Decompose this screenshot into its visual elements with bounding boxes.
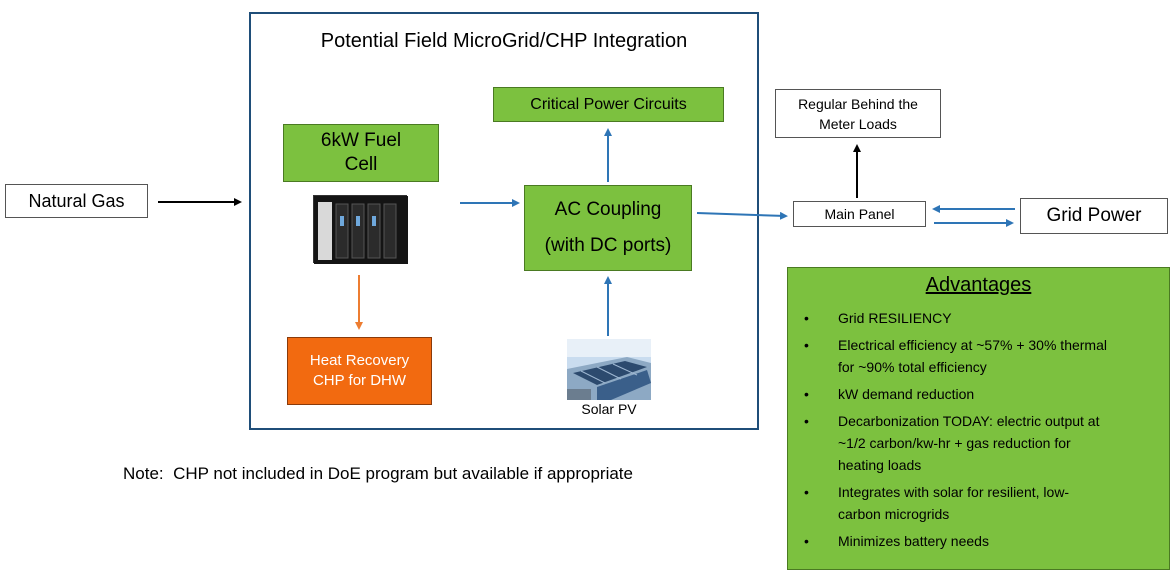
solar-pv-image	[567, 339, 651, 400]
ac-coupling-line2: (with DC ports)	[544, 235, 672, 256]
grid-power-box: Grid Power	[1020, 198, 1168, 234]
main-panel-box: Main Panel	[793, 201, 926, 227]
fuel-cell-box: 6kW Fuel Cell	[283, 124, 439, 182]
solar-panel-icon	[567, 339, 651, 400]
ac-coupling-box: AC Coupling (with DC ports)	[524, 185, 692, 271]
note-text: Note: CHP not included in DoE program bu…	[123, 464, 633, 483]
regular-loads-box: Regular Behind the Meter Loads	[775, 89, 941, 138]
advantage-item: •Minimizes battery needs	[804, 533, 989, 549]
grid-power-label: Grid Power	[1046, 205, 1142, 226]
critical-power-box: Critical Power Circuits	[493, 87, 724, 122]
advantage-item: •Grid RESILIENCY	[804, 310, 952, 326]
heat-recovery-label: Heat Recovery CHP for DHW	[309, 352, 410, 389]
diagram-title: Potential Field MicroGrid/CHP Integratio…	[320, 30, 688, 52]
arrow-ac-to-mainpanel	[696, 211, 788, 220]
main-panel-label: Main Panel	[824, 206, 895, 222]
fuel-cell-image	[313, 195, 408, 264]
fuel-cell-label: 6kW Fuel Cell	[320, 130, 402, 175]
advantages-panel: Advantages •Grid RESILIENCY •Electrical …	[787, 267, 1170, 570]
advantage-item: •Integrates with solar for resilient, lo…	[804, 484, 1070, 522]
advantage-item: •kW demand reduction	[804, 386, 975, 402]
advantage-item: •Electrical efficiency at ~57% + 30% the…	[804, 337, 1107, 375]
solar-pv-label: Solar PV	[581, 401, 637, 417]
advantages-list: •Grid RESILIENCY •Electrical efficiency …	[788, 307, 1169, 552]
critical-power-label: Critical Power Circuits	[530, 95, 687, 113]
advantage-item: •Decarbonization TODAY: electric output …	[804, 413, 1100, 473]
natural-gas-box: Natural Gas	[5, 184, 148, 218]
regular-loads-label: Regular Behind the Meter Loads	[798, 95, 918, 132]
heat-recovery-box: Heat Recovery CHP for DHW	[287, 337, 432, 405]
advantages-heading: Advantages	[925, 274, 1032, 296]
natural-gas-label: Natural Gas	[28, 190, 125, 211]
ac-coupling-line1: AC Coupling	[554, 199, 662, 220]
fuel-cell-cabinet-icon	[314, 196, 408, 264]
